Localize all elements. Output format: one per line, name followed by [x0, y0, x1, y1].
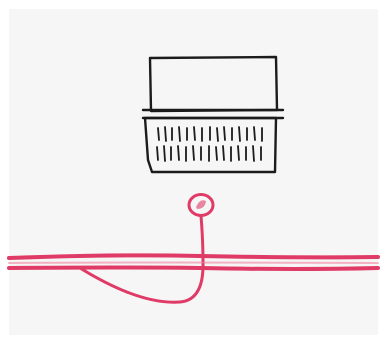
cable-line	[9, 255, 378, 269]
keyboard-keys	[157, 127, 262, 161]
laptop-icon	[143, 57, 283, 172]
laptop-keyboard-frame	[145, 118, 276, 172]
laptop-screen	[150, 57, 277, 111]
mouse-icon	[189, 195, 213, 216]
mouse-cable	[80, 216, 203, 302]
